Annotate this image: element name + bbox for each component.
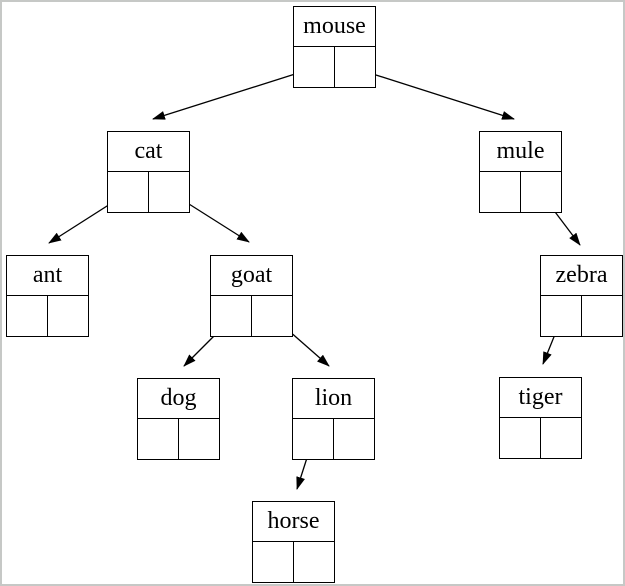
pointer-cells xyxy=(500,417,581,459)
right-pointer-cell xyxy=(252,296,292,337)
tree-node-cat: cat xyxy=(107,131,190,213)
tree-node-tiger: tiger xyxy=(499,377,582,459)
right-pointer-cell xyxy=(334,419,374,460)
node-label: mouse xyxy=(294,7,375,47)
tree-node-zebra: zebra xyxy=(540,255,623,337)
edge-arrow-mouse-mule xyxy=(353,67,515,120)
node-label: cat xyxy=(108,132,189,172)
right-pointer-cell xyxy=(335,47,375,88)
left-pointer-cell xyxy=(211,295,252,336)
left-pointer-cell xyxy=(7,295,48,336)
pointer-cells xyxy=(293,418,374,460)
right-pointer-cell xyxy=(582,296,622,337)
left-pointer-cell xyxy=(138,418,179,459)
left-pointer-cell xyxy=(293,418,334,459)
right-pointer-cell xyxy=(179,419,219,460)
node-label: mule xyxy=(480,132,561,172)
left-pointer-cell xyxy=(253,541,294,582)
left-pointer-cell xyxy=(541,295,582,336)
pointer-cells xyxy=(480,171,561,213)
left-pointer-cell xyxy=(294,46,335,87)
pointer-cells xyxy=(294,46,375,88)
pointer-cells xyxy=(108,171,189,213)
node-label: horse xyxy=(253,502,334,542)
tree-node-mule: mule xyxy=(479,131,562,213)
pointer-cells xyxy=(7,295,88,337)
left-pointer-cell xyxy=(500,417,541,458)
node-label: zebra xyxy=(541,256,622,296)
pointer-cells xyxy=(253,541,334,583)
pointer-cells xyxy=(541,295,622,337)
node-label: ant xyxy=(7,256,88,296)
tree-node-horse: horse xyxy=(252,501,335,583)
right-pointer-cell xyxy=(48,296,88,337)
pointer-cells xyxy=(211,295,292,337)
right-pointer-cell xyxy=(294,542,334,583)
node-label: lion xyxy=(293,379,374,419)
edge-arrow-mouse-cat xyxy=(152,67,315,120)
node-label: dog xyxy=(138,379,219,419)
right-pointer-cell xyxy=(541,418,581,459)
node-label: goat xyxy=(211,256,292,296)
tree-node-lion: lion xyxy=(292,378,375,460)
tree-node-goat: goat xyxy=(210,255,293,337)
right-pointer-cell xyxy=(149,172,189,213)
left-pointer-cell xyxy=(108,171,149,212)
left-pointer-cell xyxy=(480,171,521,212)
pointer-cells xyxy=(138,418,219,460)
right-pointer-cell xyxy=(521,172,561,213)
tree-node-mouse: mouse xyxy=(293,6,376,88)
node-label: tiger xyxy=(500,378,581,418)
tree-node-dog: dog xyxy=(137,378,220,460)
tree-node-ant: ant xyxy=(6,255,89,337)
